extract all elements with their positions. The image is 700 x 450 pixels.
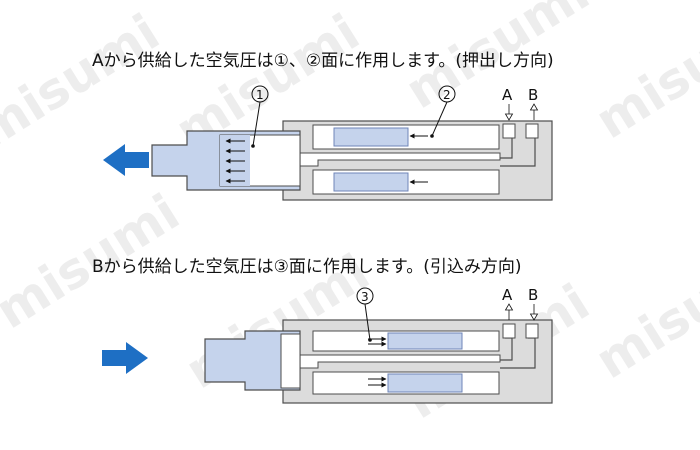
label-1-leader	[252, 101, 261, 147]
label-2-leader	[431, 101, 448, 137]
watermark-text: misumi	[586, 233, 700, 390]
piston-rod	[204, 330, 301, 391]
top-cylinder	[151, 120, 553, 201]
bottom-caption: Bから供給した空気圧は③面に作用します。(引込み方向)	[92, 257, 521, 277]
label-2-number: 2	[443, 88, 451, 102]
port-b-flow-arrow	[529, 103, 539, 120]
port-b-label: B	[528, 286, 538, 304]
label-3-number: 3	[361, 290, 369, 304]
air-region	[333, 172, 409, 192]
label-1-number: 1	[256, 88, 264, 102]
air-region	[333, 127, 409, 147]
top-caption: Aから供給した空気圧は①、②面に作用します。(押出し方向)	[92, 51, 554, 71]
pull-direction-arrow	[102, 342, 148, 374]
port-a-flow-arrow	[504, 104, 514, 121]
label-1-dot	[251, 144, 255, 148]
label-3-dot	[368, 338, 372, 342]
label-2-dot	[430, 134, 434, 138]
port-b-label: B	[528, 86, 538, 104]
piston-head	[280, 333, 301, 389]
label-3-leader	[364, 303, 371, 341]
pressure-arrows-1	[225, 138, 245, 184]
port-a-label: A	[502, 286, 513, 304]
push-direction-arrow	[103, 144, 149, 176]
port-a	[502, 323, 516, 339]
port-a-flow-arrow	[504, 303, 514, 320]
watermark-text: misumi	[586, 0, 700, 150]
port-b	[525, 123, 539, 139]
watermark-text: misumi	[0, 3, 169, 160]
bottom-cylinder	[204, 319, 553, 404]
air-region	[387, 373, 463, 393]
port-a-label: A	[502, 86, 513, 104]
air-region	[387, 332, 463, 350]
port-a	[502, 123, 516, 139]
port-b-flow-arrow	[529, 304, 539, 321]
pressure-arrows-2	[409, 133, 428, 185]
port-b	[525, 323, 539, 339]
